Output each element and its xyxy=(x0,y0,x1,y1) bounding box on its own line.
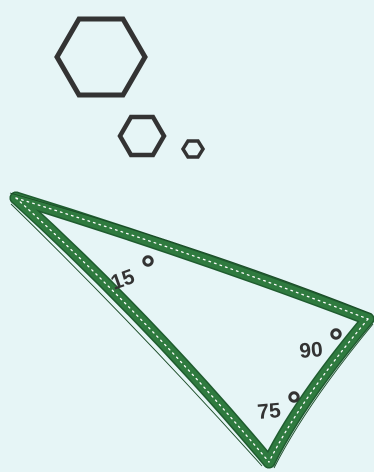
degree-symbol-75 xyxy=(288,391,300,403)
svg-text:90: 90 xyxy=(298,338,323,363)
triangle-shape xyxy=(9,191,374,469)
angle-label-75: 75 xyxy=(256,391,300,424)
angle-label-90: 90 xyxy=(298,328,342,363)
large-hexagon-icon xyxy=(54,16,148,98)
degree-symbol-15 xyxy=(142,255,154,267)
angle-label-15: 15 xyxy=(108,255,154,295)
degree-symbol-90 xyxy=(330,328,342,340)
svg-text:75: 75 xyxy=(256,399,282,424)
triangle-side-top xyxy=(11,193,373,324)
small-hexagon-icon xyxy=(180,139,206,159)
medium-hexagon-icon xyxy=(117,114,167,158)
angle-value-90: 90 xyxy=(298,338,323,363)
angle-value-75: 75 xyxy=(256,399,282,424)
